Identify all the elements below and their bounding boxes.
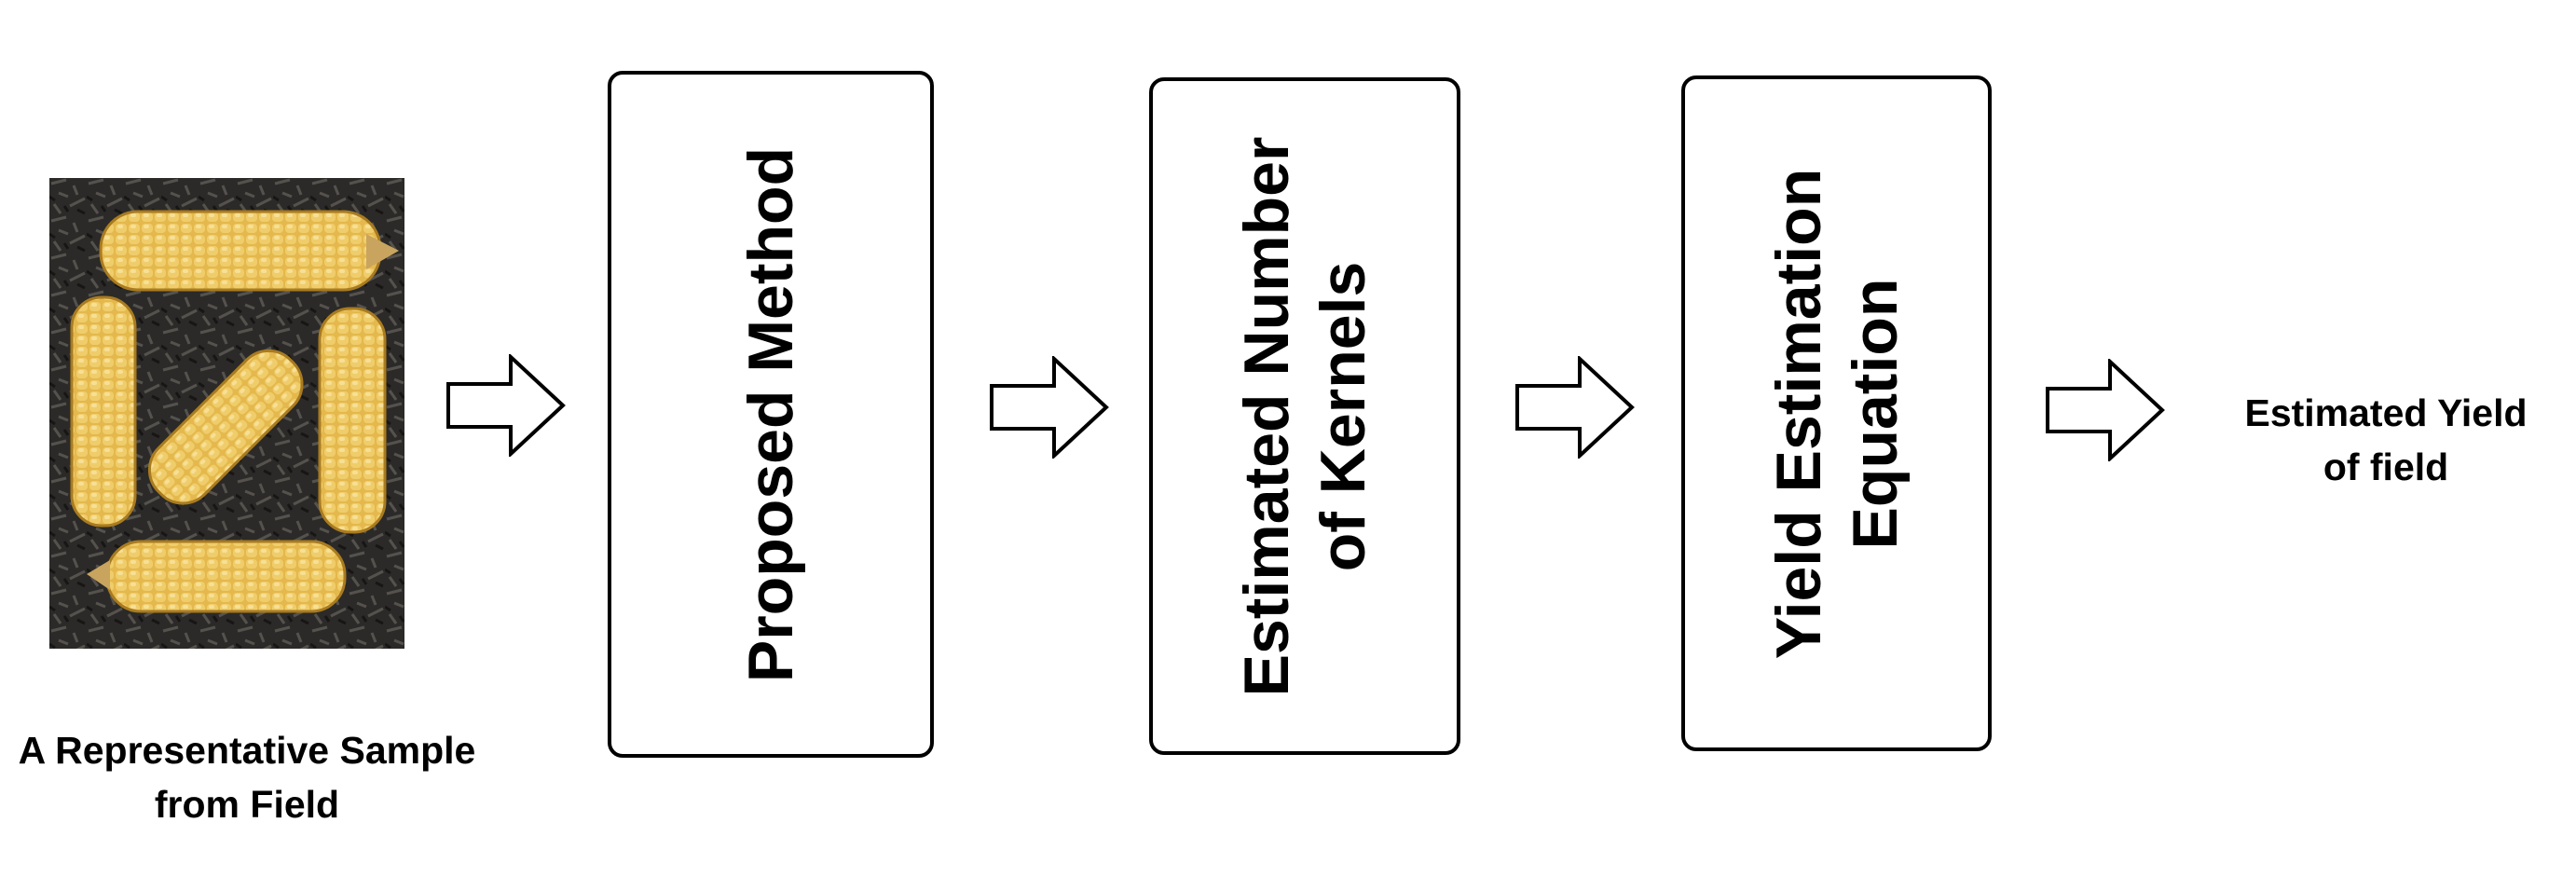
- right-arrow-icon: [2046, 359, 2165, 461]
- step-label-line1: Yield Estimation: [1762, 168, 1834, 659]
- corn-sample-photo: [49, 178, 404, 649]
- step-label-estimated-kernels: Estimated Number of Kernels: [1228, 136, 1381, 696]
- step-box-estimated-kernels: Estimated Number of Kernels: [1149, 77, 1460, 755]
- right-arrow-icon: [1515, 356, 1635, 459]
- output-caption-line2: of field: [2323, 446, 2449, 488]
- output-caption-line1: Estimated Yield: [2244, 391, 2528, 434]
- step-label-line2: Equation: [1839, 278, 1911, 549]
- corn-ear-diagonal: [147, 349, 304, 505]
- sample-caption-line1: A Representative Sample: [18, 729, 476, 772]
- step-label-line1: Proposed Method: [735, 146, 806, 682]
- sample-caption: A Representative Sample from Field: [0, 723, 494, 831]
- corn-ear-top: [99, 210, 399, 292]
- step-box-yield-equation: Yield Estimation Equation: [1681, 75, 1992, 751]
- right-arrow-icon: [446, 354, 566, 457]
- step-label-yield-equation: Yield Estimation Equation: [1761, 168, 1913, 658]
- corn-ear-right: [318, 307, 387, 534]
- corn-ear-left: [70, 295, 137, 528]
- corn-ear-bottom: [87, 540, 347, 613]
- step-label-proposed-method: Proposed Method: [733, 146, 809, 681]
- step-label-line2: of Kernels: [1308, 261, 1378, 571]
- output-caption: Estimated Yield of field: [2199, 386, 2572, 494]
- step-label-line1: Estimated Number: [1231, 136, 1302, 696]
- step-box-proposed-method: Proposed Method: [608, 71, 934, 758]
- sample-caption-line2: from Field: [154, 783, 340, 826]
- right-arrow-icon: [990, 356, 1109, 459]
